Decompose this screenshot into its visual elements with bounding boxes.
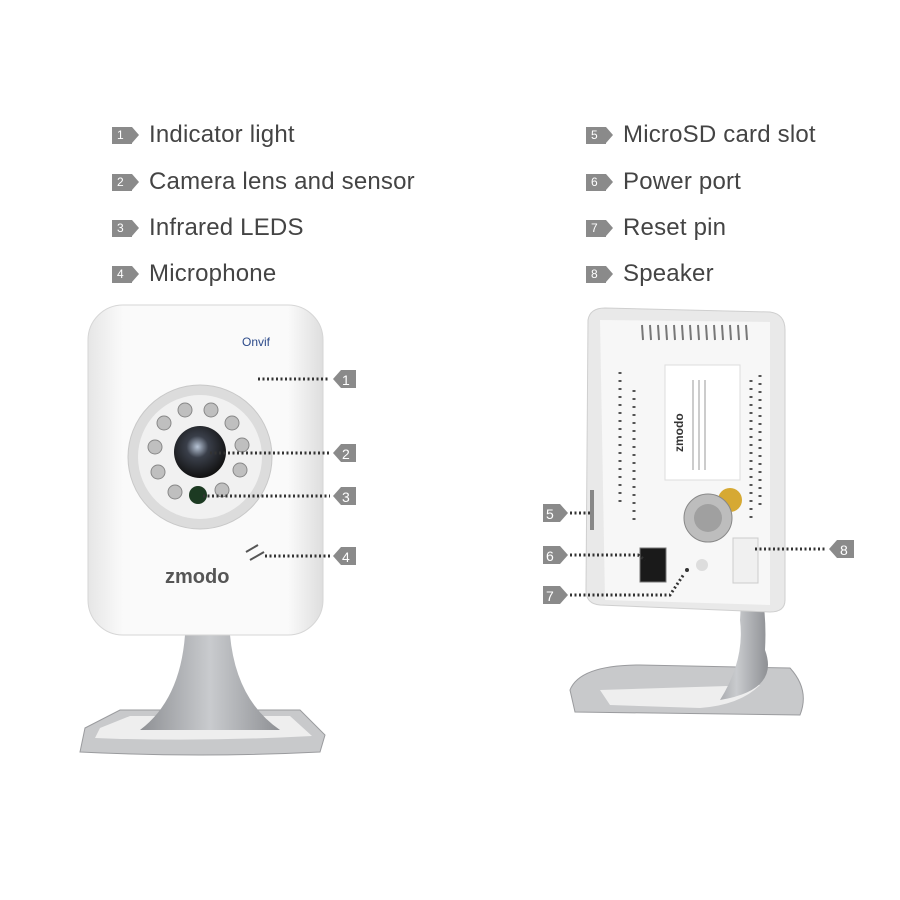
svg-text:8: 8 [840,542,848,558]
callout-tag-5: 5 [543,504,568,522]
number-badge: 3 [112,219,139,237]
svg-text:5: 5 [546,506,554,522]
speaker-grille [732,537,759,584]
infrared-leds [147,402,250,500]
number-badge: 6 [586,173,613,191]
onvif-logo: Onvif [242,335,271,349]
number-badge: 4 [112,265,139,283]
callout-tag-1: 1 [333,370,356,388]
light-sensor [189,486,207,504]
back-camera: zmodo [569,307,804,716]
svg-text:1: 1 [342,372,350,388]
product-label [664,364,741,481]
svg-text:7: 7 [546,588,554,604]
legend-item-4: 4 Microphone [112,259,276,289]
leader-lines [203,377,826,597]
number-badge: 1 [112,126,139,144]
svg-text:6: 6 [546,548,554,564]
legend-label: Power port [623,168,742,195]
number-badge: 5 [586,126,613,144]
callout-tag-3: 3 [333,487,356,505]
legend-item-3: 3 Infrared LEDS [112,213,304,243]
number-badge: 7 [586,219,613,237]
back-zmodo-logo: zmodo [672,413,686,452]
legend-item-5: 5 MicroSD card slot [586,120,816,150]
zmodo-logo: zmodo [165,566,229,588]
back-stand [569,515,804,716]
legend-label: MicroSD card slot [623,121,816,148]
camera-lens [174,426,226,478]
legend-item-1: 1 Indicator light [112,120,295,150]
callout-tag-2: 2 [333,444,356,462]
svg-text:3: 3 [342,489,350,505]
front-stand [79,635,326,756]
reset-pin-hole [685,568,689,572]
power-port [639,547,667,583]
side-vent-holes [618,372,762,525]
legend-label: Reset pin [623,214,727,241]
callout-tag-6: 6 [543,546,568,564]
screw-hole [696,559,708,571]
svg-text:2: 2 [342,446,350,462]
legend-label: Camera lens and sensor [149,168,415,195]
microsd-slot [590,490,594,530]
legend-label: Microphone [149,260,277,287]
svg-text:4: 4 [342,549,350,565]
legend-item-2: 2 Camera lens and sensor [112,167,415,197]
label-fine-print [692,380,706,470]
number-badge: 2 [112,173,139,191]
vent-slots [641,324,748,341]
legend-item-7: 7 Reset pin [586,213,726,243]
legend-label: Speaker [623,260,714,287]
legend-label: Infrared LEDS [149,214,304,241]
callout-tag-4: 4 [333,547,356,565]
legend-item-6: 6 Power port [586,167,741,197]
number-badge: 8 [586,265,613,283]
front-camera: Onvif zmodo [79,304,326,756]
legend-item-8: 8 Speaker [586,259,714,289]
legend-label: Indicator light [149,121,295,148]
callout-tag-7: 7 [543,586,568,604]
callout-tag-8: 8 [829,540,854,558]
microphone-holes [245,544,265,561]
